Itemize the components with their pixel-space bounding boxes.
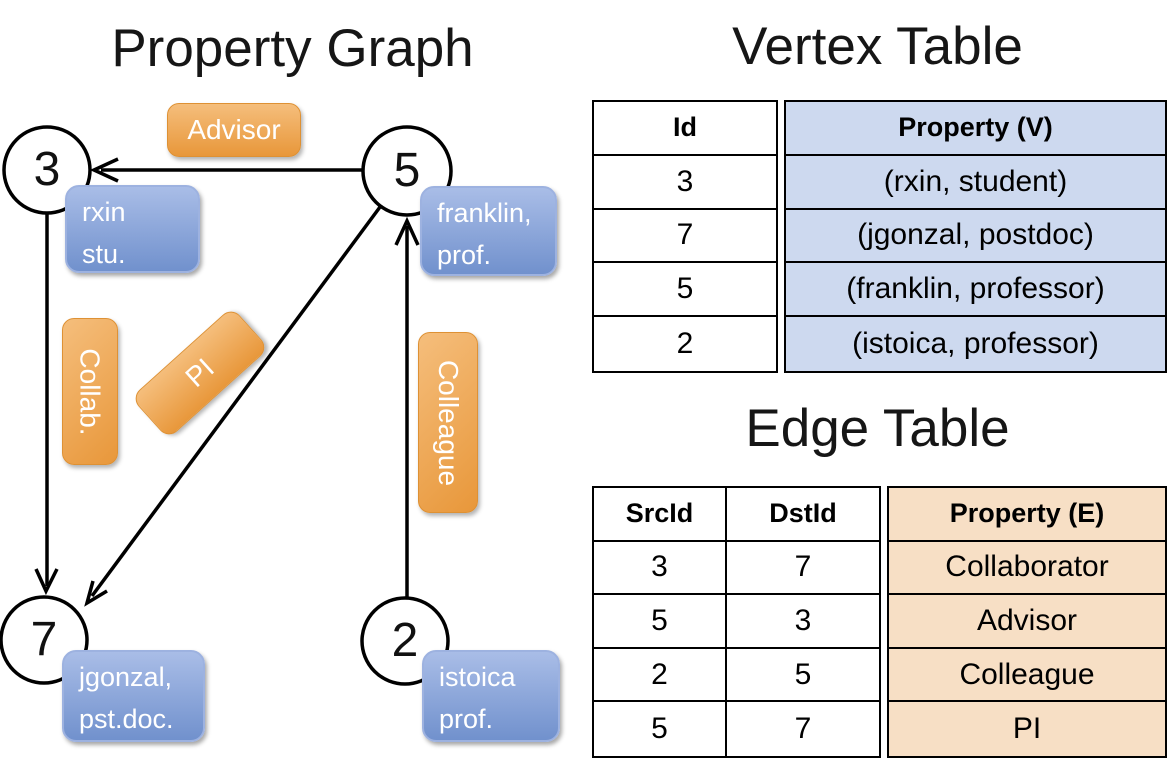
edge-dstid-cell: 7 [794, 550, 812, 584]
table-row: (franklin, professor) [786, 263, 1165, 318]
property-graph-title: Property Graph [111, 19, 474, 78]
vertex-property-line: franklin, [437, 198, 532, 228]
edge-srcid-cell: 2 [594, 648, 727, 701]
vertex-property-cell: (jgonzal, postdoc) [857, 218, 1094, 252]
vertex-property-line: prof. [437, 240, 492, 270]
node-id-7: 7 [30, 613, 58, 666]
edge-dstid-header: DstId [769, 498, 837, 529]
vertex-property-line: pst.doc. [79, 704, 174, 734]
edge-srcid-cell: 5 [594, 595, 727, 647]
edge-table-header-row: SrcId DstId [594, 488, 879, 542]
table-row: 5 7 [594, 702, 879, 756]
edge-dstid-cell: 7 [794, 712, 812, 746]
table-row: 2 [594, 317, 776, 371]
edge-table-id-columns: SrcId DstId 3 7 5 3 2 5 5 7 [592, 486, 881, 758]
vertex-property-box-5: franklin, prof. [420, 186, 557, 276]
vertex-table: Id 3 7 5 2 Property (V) (rxin, student) … [592, 100, 1167, 373]
edge-property-cell: Collaborator [945, 550, 1109, 584]
table-row: (jgonzal, postdoc) [786, 210, 1165, 264]
table-row: PI [889, 702, 1165, 756]
vertex-property-cell: (istoica, professor) [852, 327, 1099, 361]
edge-table: SrcId DstId 3 7 5 3 2 5 5 7 Property (E) [592, 486, 1167, 758]
table-row: Collaborator [889, 542, 1165, 596]
edge-dstid-cell: 3 [794, 603, 812, 637]
edge-label-text: Advisor [187, 114, 281, 145]
vertex-table-property-column: Property (V) (rxin, student) (jgonzal, p… [784, 100, 1167, 373]
vertex-id-header: Id [673, 112, 697, 143]
vertex-property-line: stu. [82, 239, 126, 269]
vertex-property-box-2: istoica prof. [422, 650, 560, 742]
edge-label-text: Colleague [433, 359, 465, 486]
table-row: 7 [594, 210, 776, 264]
edge-srcid-cell: 5 [594, 702, 727, 756]
edge-table-property-column: Property (E) Collaborator Advisor Collea… [887, 486, 1167, 758]
edge-label-text: PI [179, 352, 220, 394]
vertex-property-line: istoica [439, 662, 516, 692]
edge-line-pi [90, 205, 382, 598]
edge-srcid-header: SrcId [594, 488, 727, 540]
edge-property-cell: Advisor [976, 603, 1078, 637]
vertex-property-line: jgonzal, [79, 662, 173, 692]
edge-label-advisor: Advisor [167, 103, 301, 157]
table-row: (rxin, student) [786, 156, 1165, 210]
vertex-property-box-3: rxin stu. [65, 185, 200, 273]
edge-table-title: Edge Table [745, 399, 1010, 458]
table-row: Colleague [889, 649, 1165, 703]
vertex-id-cell: 2 [676, 327, 694, 361]
vertex-property-line: prof. [439, 704, 494, 734]
table-row: Advisor [889, 595, 1165, 649]
edge-property-header: Property (E) [949, 498, 1105, 529]
edge-label-text: Collab. [75, 347, 107, 436]
edge-label-colleague: Colleague [418, 332, 478, 513]
vertex-property-cell: (rxin, student) [883, 164, 1068, 198]
table-row: 3 7 [594, 541, 879, 596]
vertex-id-cell: 3 [676, 164, 694, 198]
arrowhead-colleague [394, 216, 420, 246]
table-row: 2 5 [594, 648, 879, 703]
vertex-table-title: Vertex Table [732, 17, 1023, 76]
table-row: (istoica, professor) [786, 317, 1165, 371]
vertex-property-line: rxin [82, 197, 126, 227]
vertex-id-cell: 5 [676, 272, 694, 306]
edge-dstid-cell: 5 [794, 657, 812, 691]
vertex-property-header: Property (V) [898, 112, 1053, 143]
edge-property-cell: PI [1012, 712, 1042, 746]
node-id-5: 5 [393, 144, 421, 197]
vertex-property-cell: (franklin, professor) [846, 272, 1105, 306]
table-row: 3 [594, 156, 776, 210]
node-id-2: 2 [391, 614, 419, 667]
edge-label-collab: Collab. [62, 318, 118, 465]
table-row: 5 3 [594, 595, 879, 649]
edge-table-header-row: Property (E) [889, 488, 1165, 542]
edge-srcid-cell: 3 [594, 541, 727, 594]
edge-property-cell: Colleague [959, 657, 1095, 691]
vertex-table-id-column: Id 3 7 5 2 [592, 100, 778, 373]
vertex-property-box-7: jgonzal, pst.doc. [62, 650, 205, 742]
node-id-3: 3 [33, 143, 61, 196]
arrowhead-pi [84, 580, 108, 607]
vertex-table-header-row: Property (V) [786, 102, 1165, 156]
table-row: 5 [594, 263, 776, 318]
arrowhead-collab [34, 568, 59, 596]
vertex-id-cell: 7 [676, 218, 694, 252]
arrowhead-advisor [89, 157, 119, 183]
vertex-table-header-row: Id [594, 102, 776, 156]
